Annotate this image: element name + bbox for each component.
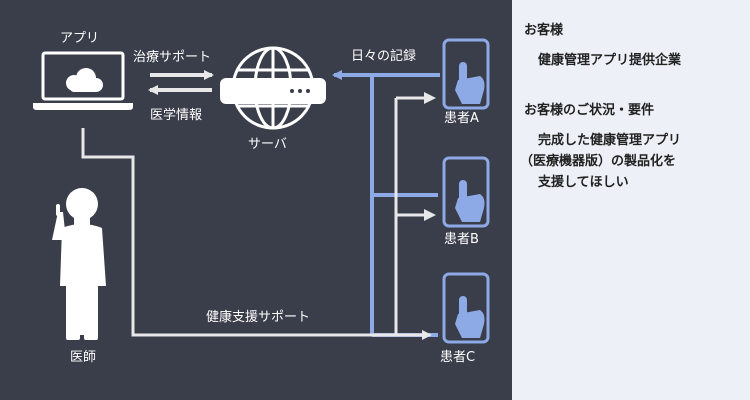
- diagram-graphics: [33, 38, 490, 344]
- patient-b-phone-icon: [442, 156, 490, 228]
- situation-heading: お客様のご状況・要件: [524, 103, 655, 118]
- patient-c-label: 患者C: [440, 350, 476, 365]
- arrow-to-patient-a: [424, 92, 436, 104]
- customer-value: 健康管理アプリ提供企業: [538, 53, 682, 68]
- treatment-support-label: 治療サポート: [133, 50, 212, 65]
- doctor-label: 医師: [70, 350, 97, 365]
- patient-b-label: 患者B: [444, 232, 479, 247]
- arrow-to-patient-b: [424, 209, 436, 221]
- medical-info-label: 医学情報: [150, 108, 203, 123]
- daily-records-label: 日々の記録: [351, 49, 417, 64]
- system-diagram: アプリ 治療サポート 医学情報 サーバ 日々の記録 患者A 患者B 患者C 健康…: [0, 0, 512, 400]
- situation-line-3: 支援してほしい: [538, 175, 629, 190]
- health-support-label: 健康支援サポート: [206, 310, 311, 325]
- patient-c-phone-icon: [442, 272, 490, 344]
- laptop-icon: [33, 51, 133, 110]
- daily-records-lines: [370, 75, 438, 337]
- server-icon: [220, 46, 326, 130]
- arrow-health-support: [81, 128, 432, 340]
- cloud-icon: [66, 68, 103, 92]
- situation-line-1: 完成した健康管理アプリ: [538, 133, 682, 148]
- support-lines: [394, 96, 426, 335]
- info-panel: お客様 健康管理アプリ提供企業 お客様のご状況・要件 完成した健康管理アプリ （…: [512, 0, 750, 400]
- doctor-icon: [52, 188, 106, 340]
- situation-line-2: （医療機器版）の製品化を: [520, 154, 677, 169]
- server-label: サーバ: [248, 137, 287, 152]
- customer-heading: お客様: [524, 23, 564, 38]
- app-label: アプリ: [60, 31, 100, 46]
- patient-a-label: 患者A: [444, 111, 479, 126]
- patient-a-phone-icon: [442, 38, 490, 110]
